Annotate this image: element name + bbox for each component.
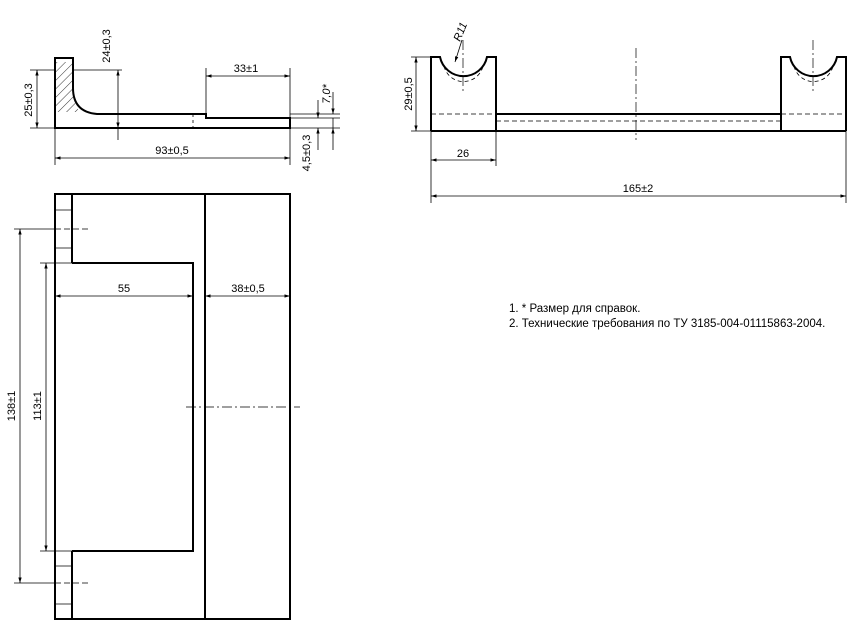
dim-24: 24±0,3 xyxy=(101,29,113,63)
dim-r11: R11 xyxy=(452,21,470,43)
drawing-notes: 1. * Размер для справок. 2. Технические … xyxy=(509,302,825,332)
dim-113: 113±1 xyxy=(32,391,44,421)
dim-165: 165±2 xyxy=(623,183,654,195)
note-1: 1. * Размер для справок. xyxy=(509,303,641,315)
dim-7: 7,0* xyxy=(321,83,333,103)
dim-33: 33±1 xyxy=(234,63,258,75)
note-2: 2. Технические требования по ТУ 3185-004… xyxy=(509,318,826,330)
front-view xyxy=(411,39,847,203)
dim-93: 93±0,5 xyxy=(155,145,189,157)
dim-29: 29±0,5 xyxy=(403,77,415,111)
dim-25: 25±0,3 xyxy=(23,83,35,117)
side-view xyxy=(30,57,340,165)
plan-view xyxy=(14,193,300,620)
dim-138: 138±1 xyxy=(6,391,18,422)
dim-4-5: 4,5±0,3 xyxy=(301,135,313,172)
dim-55: 55 xyxy=(118,283,130,295)
dim-38: 38±0,5 xyxy=(231,283,265,295)
dim-26: 26 xyxy=(457,148,469,160)
